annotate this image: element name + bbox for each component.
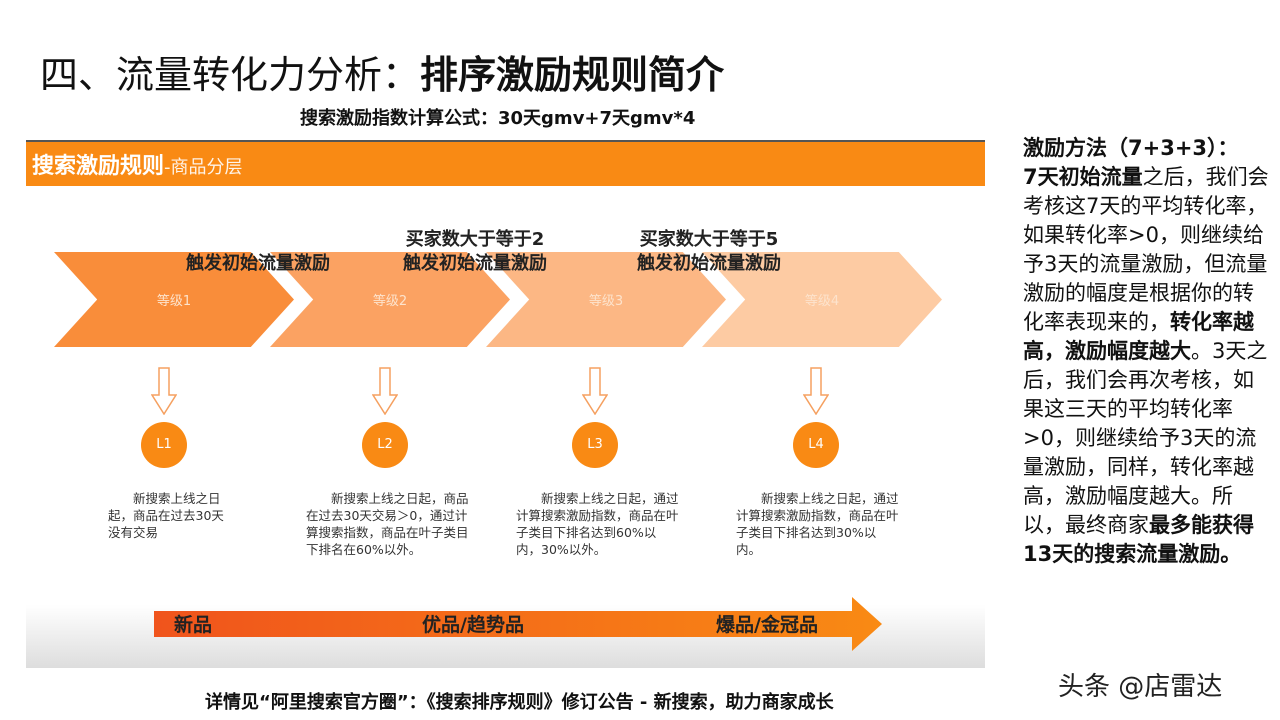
- stage-label-new: 新品: [174, 614, 213, 636]
- chevron-label: 等级3: [588, 294, 624, 309]
- badge-l4: L4: [793, 422, 839, 468]
- slide-header: 搜索激励规则-商品分层: [26, 142, 985, 186]
- trigger-label-3: 买家数大于等于5 触发初始流量激励: [637, 228, 781, 276]
- trigger-text: 触发初始流量激励: [403, 253, 547, 274]
- trigger-label-1: 触发初始流量激励: [186, 252, 330, 276]
- level-desc-1: 新搜索上线之日起，商品在过去30天没有交易: [108, 491, 224, 540]
- body-text: 。3天之后，我们会再次考核，如果这三天的平均转化率>0，则继续给予3天的流量激励…: [1023, 339, 1268, 537]
- title-main: 排序激励规则简介: [420, 53, 725, 97]
- down-arrow-icon: [582, 367, 608, 415]
- slide-image: 搜索激励规则-商品分层 等级1 等级2 等级3 等级4 触发初始流量激励 买家数…: [26, 140, 985, 668]
- down-arrow-icon: [803, 367, 829, 415]
- watermark: 头条 @店雷达: [1058, 672, 1223, 702]
- slide-header-sub: -商品分层: [164, 157, 243, 178]
- title-prefix: 四、流量转化力分析：: [40, 53, 421, 97]
- level-desc-3: 新搜索上线之日起，通过计算搜索激励指数，商品在叶子类目下排名达到60%以内，30…: [516, 491, 679, 557]
- badge-l2: L2: [362, 422, 408, 468]
- stage-label-quality: 优品/趋势品: [422, 614, 524, 636]
- down-arrow-icon: [151, 367, 177, 415]
- trigger-text: 触发初始流量激励: [637, 253, 781, 274]
- method-heading: 激励方法（7+3+3）：: [1023, 136, 1239, 160]
- body-text: 之后，我们会考核这7天的平均转化率，如果转化率>0，则继续给予3天的流量激励，但…: [1023, 165, 1269, 334]
- bold-text: 7天初始流量: [1023, 165, 1143, 189]
- trigger-cond: 买家数大于等于2: [405, 229, 545, 250]
- incentive-method-text: 激励方法（7+3+3）： 7天初始流量之后，我们会考核这7天的平均转化率，如果转化…: [1023, 134, 1273, 569]
- trigger-text: 触发初始流量激励: [186, 253, 330, 274]
- progression-arrow: [154, 597, 882, 651]
- badge-l3: L3: [572, 422, 618, 468]
- formula: 搜索激励指数计算公式：30天gmv+7天gmv*4: [300, 108, 696, 129]
- down-arrow-icon: [372, 367, 398, 415]
- level-desc-2: 新搜索上线之日起，商品在过去30天交易＞0，通过计算搜索指数，商品在叶子类目下排…: [306, 491, 469, 557]
- trigger-label-2: 买家数大于等于2 触发初始流量激励: [403, 228, 547, 276]
- stage-label-hot: 爆品/金冠品: [716, 614, 818, 636]
- bold-text: 最多能获得13天的搜索流量激励。: [1023, 513, 1254, 566]
- slide-header-title: 搜索激励规则: [32, 154, 165, 179]
- chevron-label: 等级1: [156, 294, 192, 309]
- chevron-label: 等级2: [372, 294, 408, 309]
- footer-note: 详情见“阿里搜索官方圈”：《搜索排序规则》修订公告 - 新搜索，助力商家成长: [205, 692, 834, 713]
- trigger-cond: 买家数大于等于5: [639, 229, 779, 250]
- bold-text: 转化率越高，激励幅度越大: [1023, 310, 1254, 363]
- chevron-label: 等级4: [804, 294, 840, 309]
- level-desc-4: 新搜索上线之日起，通过计算搜索激励指数，商品在叶子类目下排名达到30%以内。: [736, 491, 899, 557]
- badge-l1: L1: [141, 422, 187, 468]
- page-title: 四、流量转化力分析：排序激励规则简介: [40, 44, 724, 99]
